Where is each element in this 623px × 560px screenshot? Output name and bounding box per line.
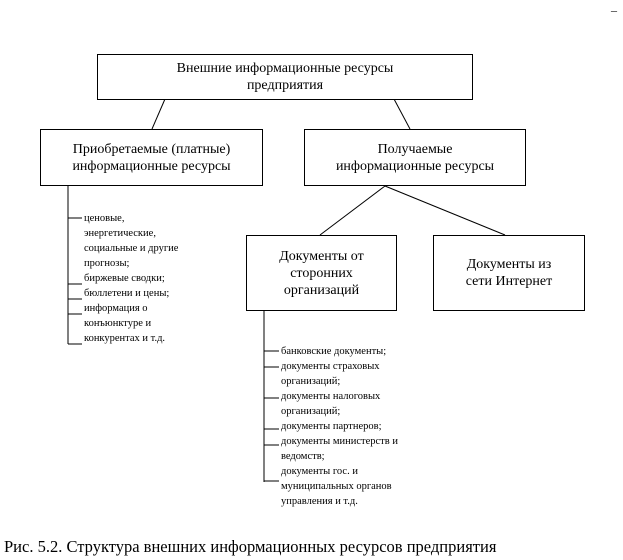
root-node-line2: предприятия: [246, 78, 324, 93]
third-party-line2: сторонних: [290, 265, 353, 281]
list-item: ведомств;: [281, 451, 325, 462]
received-line1: Получаемые: [377, 141, 453, 157]
third-party-items-list: банковские документы; документы страховы…: [281, 344, 398, 509]
list-item: документы страховых: [281, 361, 380, 372]
list-item: документы налоговых: [281, 391, 381, 402]
corner-mark: _: [611, 0, 617, 13]
list-item: управления и т.д.: [281, 496, 358, 507]
list-item: биржевые сводки;: [84, 273, 165, 284]
third-party-line1: Документы от: [279, 248, 364, 264]
list-item: энергетические,: [84, 228, 156, 239]
list-item: документы партнеров;: [281, 421, 382, 432]
connector-received-thirdparty: [319, 185, 386, 236]
third-party-docs-node: Документы от сторонних организаций: [246, 235, 397, 311]
internet-line1: Документы из: [466, 257, 552, 272]
list-item: социальные и другие: [84, 243, 179, 254]
list-item: документы министерств и: [281, 436, 398, 447]
internet-docs-node: Документы из сети Интернет: [433, 235, 585, 311]
received-line2: информационные ресурсы: [335, 158, 495, 174]
list-item: конъюнктуре и: [84, 318, 152, 329]
list-item: банковские документы;: [281, 346, 387, 357]
purchased-line2: информационные ресурсы: [72, 158, 231, 174]
received-resources-node: Получаемые информационные ресурсы: [304, 129, 526, 186]
purchased-resources-node: Приобретаемые (платные) информационные р…: [40, 129, 263, 186]
list-item: бюллетени и цены;: [84, 288, 170, 299]
purchased-items-list: ценовые, энергетические, социальные и др…: [84, 211, 178, 346]
connector-root-received: [393, 98, 411, 130]
root-node: Внешние информационные ресурсы предприят…: [97, 54, 473, 100]
list-item: ценовые,: [84, 213, 125, 224]
list-item: организаций;: [281, 406, 341, 417]
list-item: документы гос. и: [281, 466, 358, 477]
list-item: информация о: [84, 303, 148, 314]
list-item: муниципальных органов: [281, 481, 392, 492]
figure-caption: Рис. 5.2. Структура внешних информационн…: [4, 537, 497, 556]
third-party-line3: организаций: [283, 282, 360, 298]
list-item: прогнозы;: [84, 258, 130, 269]
internet-line2: сети Интернет: [465, 274, 553, 289]
list-item: организаций;: [281, 376, 341, 387]
root-node-line1: Внешние информационные ресурсы: [176, 61, 394, 76]
connector-received-internet: [384, 185, 506, 236]
purchased-line1: Приобретаемые (платные): [72, 141, 231, 157]
connector-root-purchased: [151, 98, 166, 130]
list-item: конкурентах и т.д.: [84, 333, 166, 344]
